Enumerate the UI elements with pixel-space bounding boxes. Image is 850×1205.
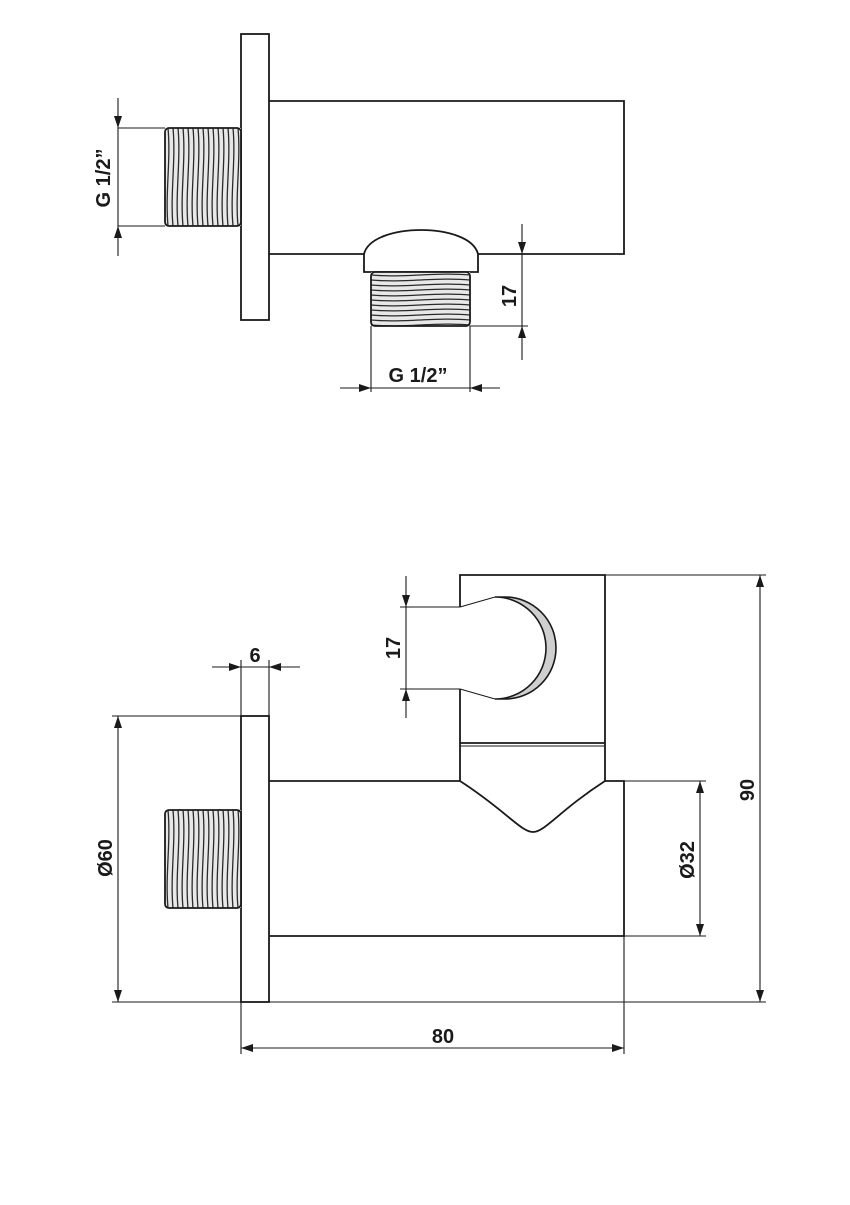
thread-bottom-label: G 1/2” <box>389 365 448 387</box>
dim-plate-thickness-label: 6 <box>249 645 260 667</box>
dim-holder-opening-label: 17 <box>383 637 405 659</box>
front-wall-plate <box>240 715 270 1003</box>
front-body <box>269 780 625 937</box>
dim-body-diameter-label: Ø32 <box>677 841 699 879</box>
top-wall-plate <box>240 33 270 321</box>
top-bottom-thread <box>371 272 470 326</box>
dim-plate-thickness: 6 <box>212 645 300 716</box>
dim-total-length: 80 <box>240 936 625 1054</box>
top-left-thread-outline <box>164 127 242 227</box>
dim-holder-opening: 17 <box>383 576 460 718</box>
dim-outlet-height-label: 17 <box>499 285 521 307</box>
dim-top-bottom-thread: G 1/2” <box>340 326 500 392</box>
dim-top-outlet-height: 17 <box>470 224 528 360</box>
front-thread-outline <box>164 809 242 909</box>
thread-left-label: G 1/2” <box>93 149 115 208</box>
top-bottom-thread-outline <box>370 271 471 327</box>
dim-total-length-label: 80 <box>432 1026 454 1048</box>
front-holder-block <box>459 574 606 833</box>
dim-plate-diameter-label: Ø60 <box>95 839 117 877</box>
top-outlet-dome <box>363 229 479 273</box>
dim-top-left-thread: G 1/2” <box>93 98 165 256</box>
front-holder-ring <box>494 596 557 700</box>
top-left-thread <box>165 128 241 226</box>
dim-plate-diameter: Ø60 <box>95 715 241 1003</box>
front-view: 6 17 Ø60 Ø32 <box>95 574 766 1054</box>
dim-total-height-label: 90 <box>737 779 759 801</box>
front-thread <box>165 810 241 908</box>
dim-body-diameter: Ø32 <box>624 780 706 937</box>
top-view: G 1/2” G 1/2” 17 <box>93 33 625 392</box>
top-body <box>269 100 625 255</box>
dim-total-height: 90 <box>269 574 766 1003</box>
